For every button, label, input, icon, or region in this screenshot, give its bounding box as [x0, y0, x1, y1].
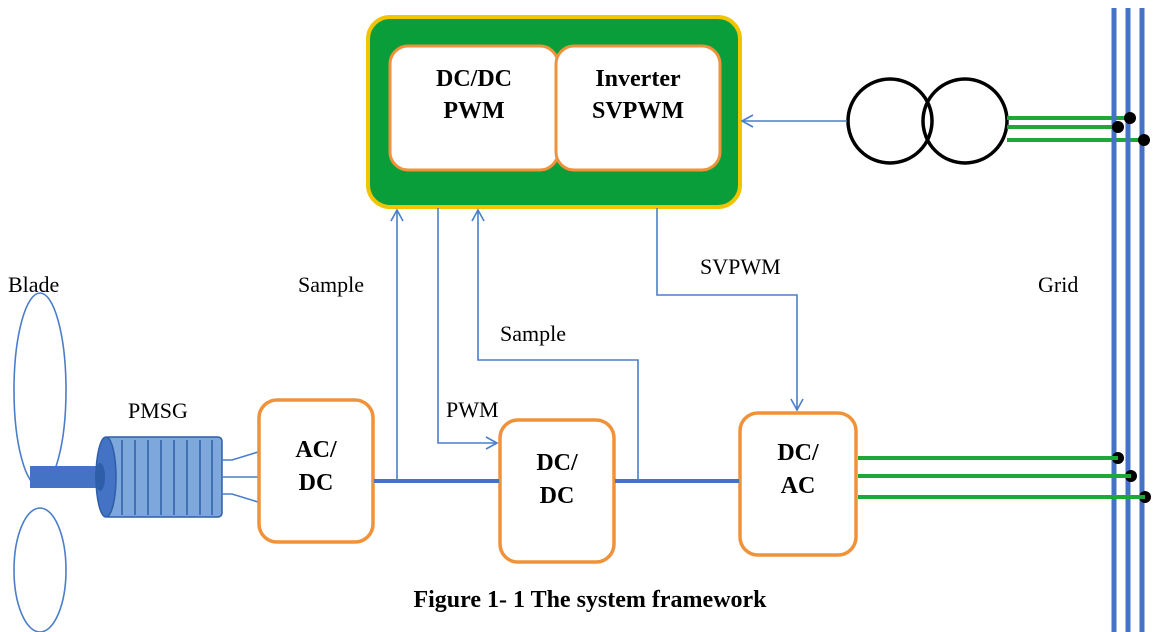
pmsg-output-wires — [222, 451, 259, 503]
ac-output-lines — [858, 456, 1145, 499]
sample-mid-label: Sample — [500, 321, 566, 346]
pmsg-generator-icon — [95, 436, 223, 518]
sample-left-label: Sample — [298, 272, 364, 297]
grid-connection-dots — [1112, 112, 1151, 503]
controller-dcdc-label: DC/DC — [436, 66, 512, 92]
dcac-converter: DC/ AC — [738, 411, 858, 557]
svpwm-arrow — [656, 208, 804, 412]
svpwm-label: SVPWM — [700, 254, 781, 279]
acdc-converter: AC/ DC — [257, 398, 375, 544]
acdc-line2: DC — [299, 470, 334, 496]
figure-caption: Figure 1- 1 The system framework — [413, 587, 767, 613]
dcac-line2: AC — [781, 473, 816, 499]
controller-inverter-label: Inverter — [595, 66, 681, 92]
dcdc-line2: DC — [540, 483, 575, 509]
blade-label: Blade — [8, 272, 59, 297]
acdc-line1: AC/ — [295, 437, 337, 463]
pmsg-label: PMSG — [128, 398, 188, 423]
grid-bus — [1111, 8, 1145, 632]
controller-inverter-svpwm-block — [554, 44, 722, 172]
blade-icon — [13, 292, 100, 632]
dcdc-line1: DC/ — [536, 450, 578, 476]
dcac-line1: DC/ — [777, 440, 819, 466]
controller-svpwm-label: SVPWM — [592, 98, 684, 124]
dcdc-converter: DC/ DC — [498, 418, 616, 564]
transformer-grid-lines — [1007, 116, 1144, 142]
pwm-label: PWM — [446, 397, 499, 422]
transformer-icon — [846, 77, 1009, 165]
pwm-arrow — [437, 208, 499, 450]
sample-mid-arrow — [471, 208, 639, 480]
grid-label: Grid — [1038, 272, 1078, 297]
controller-pwm-label: PWM — [443, 98, 504, 124]
signal-lines — [390, 208, 804, 480]
controller-unit: DC/DC PWM Inverter SVPWM — [366, 15, 742, 209]
